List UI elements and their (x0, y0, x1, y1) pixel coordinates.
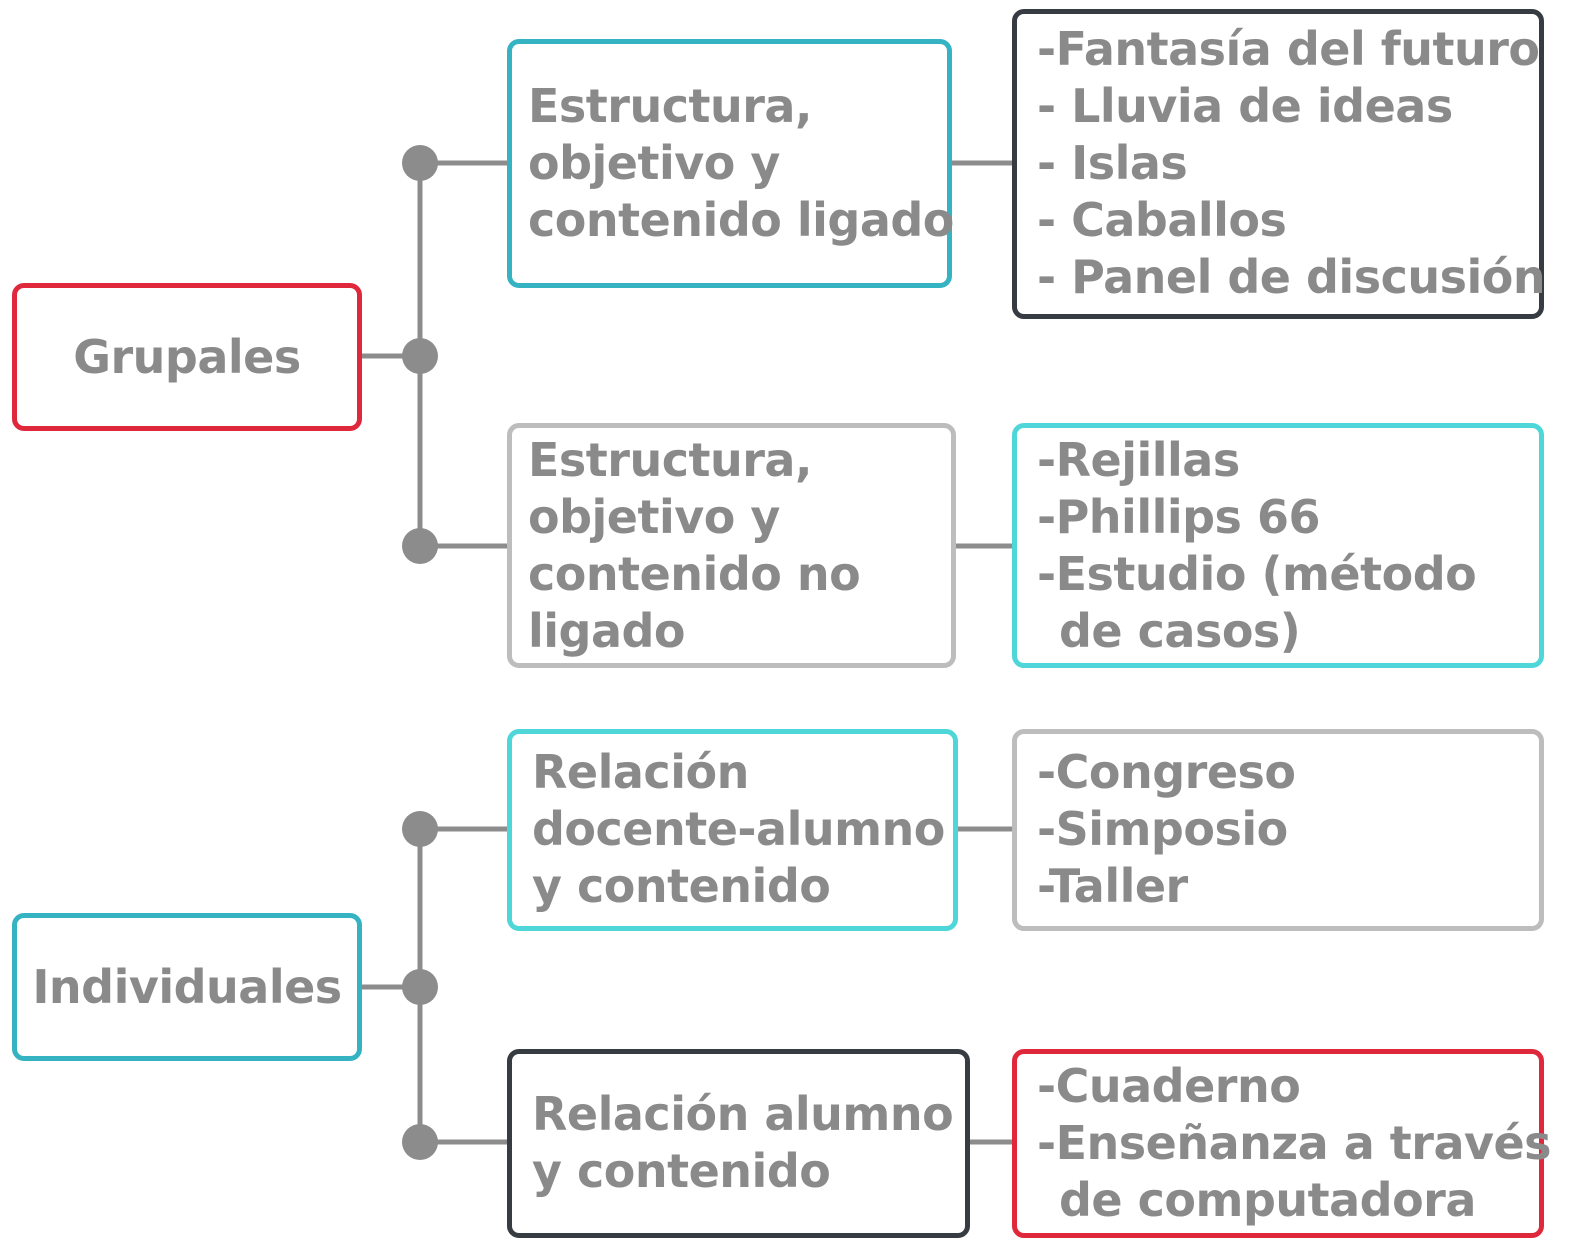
grupales-node-middle (402, 338, 438, 374)
individuales-node-bottom (402, 1124, 438, 1160)
list-item: de casos) (1059, 604, 1301, 658)
list-item: -Fantasía del futuro (1037, 22, 1540, 76)
category-line: Relación (532, 745, 749, 799)
category-line: Estructura, (528, 433, 812, 487)
list-item: de computadora (1059, 1173, 1476, 1227)
grupales-items-1-box (1012, 9, 1544, 319)
grupales-items-2-box (1012, 423, 1544, 668)
list-item: -Rejillas (1037, 433, 1240, 487)
grupales-items-1-list: -Fantasía del futuro - Lluvia de ideas -… (1037, 21, 1546, 306)
list-item: -Phillips 66 (1037, 490, 1320, 544)
category-line: Relación alumno (532, 1087, 954, 1141)
grupales-category-1-box (507, 39, 952, 288)
individuales-label-text: Individuales (32, 959, 342, 1014)
individuales-nodes (402, 811, 438, 1160)
individuales-items-1-box (1012, 729, 1544, 931)
individuales-category-1-text: Relación docente-alumno y contenido (532, 744, 945, 915)
individuales-items-2-box (1012, 1049, 1544, 1238)
individuales-root-box (12, 913, 362, 1061)
grupales-category-2-text: Estructura, objetivo y contenido no liga… (528, 432, 861, 660)
grupales-category-1-text: Estructura, objetivo y contenido ligado (528, 78, 954, 249)
category-line: ligado (528, 604, 686, 658)
list-item: -Enseñanza a través (1037, 1116, 1552, 1170)
individuales-category-2-box (507, 1049, 970, 1238)
list-item: - Lluvia de ideas (1037, 79, 1453, 133)
category-line: Estructura, (528, 79, 812, 133)
category-line: y contenido (532, 1144, 831, 1198)
list-item: -Congreso (1037, 745, 1296, 799)
individuales-category-2-text: Relación alumno y contenido (532, 1086, 954, 1200)
category-line: contenido ligado (528, 193, 954, 247)
category-line: objetivo y (528, 490, 780, 544)
grupales-node-top (402, 145, 438, 181)
individuales-node-top (402, 811, 438, 847)
list-item: -Simposio (1037, 802, 1288, 856)
individuales-node-middle (402, 969, 438, 1005)
list-item: -Estudio (método (1037, 547, 1477, 601)
list-item: -Cuaderno (1037, 1059, 1301, 1113)
grupales-items-2-list: -Rejillas -Phillips 66 -Estudio (método … (1037, 432, 1537, 660)
category-line: y contenido (532, 859, 831, 913)
grupales-root-box (12, 283, 362, 431)
grupales-node-bottom (402, 528, 438, 564)
list-item: -Taller (1037, 859, 1188, 913)
individuales-items-1-list: -Congreso -Simposio -Taller (1037, 744, 1537, 915)
grupales-nodes (402, 145, 438, 564)
category-line: docente-alumno (532, 802, 945, 856)
individuales-root-label: Individuales (12, 913, 362, 1061)
individuales-category-1-box (507, 729, 958, 931)
category-line: objetivo y (528, 136, 780, 190)
individuales-items-2-list: -Cuaderno -Enseñanza a través de computa… (1037, 1058, 1552, 1229)
grupales-root-label: Grupales (12, 283, 362, 431)
list-item: - Caballos (1037, 193, 1287, 247)
grupales-category-2-box (507, 423, 956, 668)
category-line: contenido no (528, 547, 861, 601)
list-item: - Panel de discusión (1037, 250, 1546, 304)
list-item: - Islas (1037, 136, 1188, 190)
grupales-label-text: Grupales (73, 329, 301, 384)
